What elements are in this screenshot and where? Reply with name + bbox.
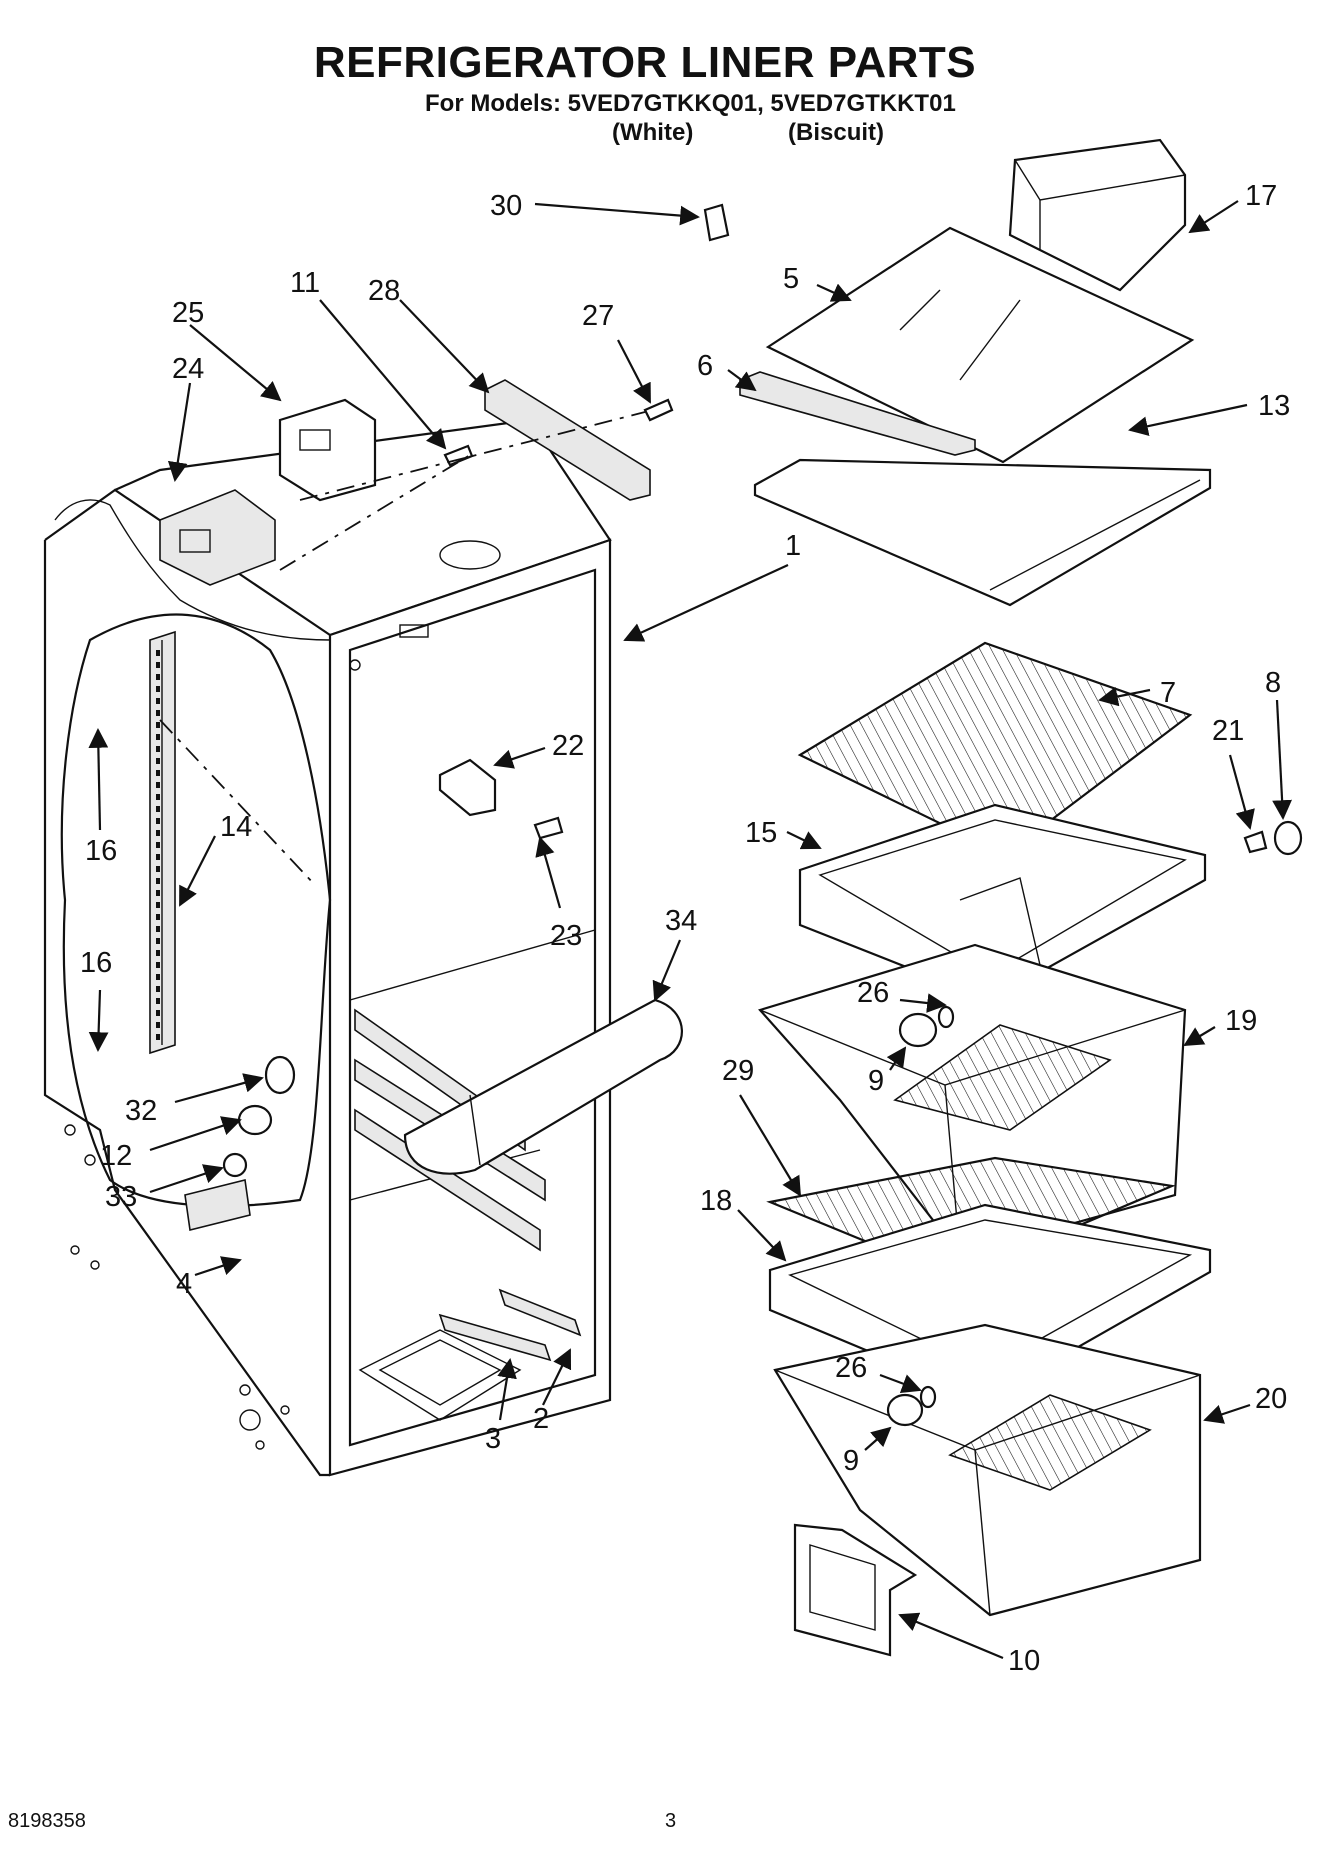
inner-bracket-2 bbox=[498, 1288, 582, 1337]
callout-24: 24 bbox=[172, 353, 204, 385]
callout-1: 1 bbox=[785, 530, 801, 562]
callout-23: 23 bbox=[550, 920, 582, 952]
callout-labels: 30 17 5 6 13 1 25 24 11 28 27 22 23 14 1… bbox=[80, 180, 1290, 1677]
crisper-drawer-20 bbox=[773, 1323, 1202, 1617]
callout-7: 7 bbox=[1160, 677, 1176, 709]
variant-biscuit-label: (Biscuit) bbox=[788, 119, 884, 146]
inner-bracket-3 bbox=[438, 1313, 552, 1362]
bin-17 bbox=[1008, 138, 1187, 292]
callout-16b: 16 bbox=[80, 947, 112, 979]
callout-13: 13 bbox=[1258, 390, 1290, 422]
callout-5: 5 bbox=[783, 263, 799, 295]
crisper-cover-7 bbox=[797, 641, 1193, 857]
callout-19: 19 bbox=[1225, 1005, 1257, 1037]
humidity-control-lower bbox=[886, 1385, 937, 1427]
callout-20: 20 bbox=[1255, 1383, 1287, 1415]
callout-12: 12 bbox=[100, 1140, 132, 1172]
callout-8: 8 bbox=[1265, 667, 1281, 699]
page-number: 3 bbox=[665, 1810, 677, 1832]
callout-22: 22 bbox=[552, 730, 584, 762]
bracket-22 bbox=[438, 758, 497, 817]
shelf-trim-6 bbox=[739, 371, 976, 456]
page-title: REFRIGERATOR LINER PARTS bbox=[313, 38, 977, 87]
callout-15: 15 bbox=[745, 817, 777, 849]
callout-17: 17 bbox=[1245, 180, 1277, 212]
callout-29: 29 bbox=[722, 1055, 754, 1087]
callout-9b: 9 bbox=[843, 1445, 859, 1477]
crisper-frame-15 bbox=[798, 803, 1207, 1002]
callout-34: 34 bbox=[665, 905, 697, 937]
control-bracket bbox=[278, 398, 377, 502]
control-housing bbox=[159, 489, 276, 586]
variant-white-label: (White) bbox=[612, 119, 694, 146]
top-trim-strip bbox=[484, 379, 651, 501]
doc-number: 8198358 bbox=[8, 1810, 86, 1832]
shelf-frame-13 bbox=[753, 458, 1212, 607]
callout-30: 30 bbox=[490, 190, 522, 222]
callout-21: 21 bbox=[1212, 715, 1244, 747]
callout-3: 3 bbox=[485, 1423, 501, 1455]
callout-10: 10 bbox=[1008, 1645, 1040, 1677]
callout-14: 14 bbox=[220, 811, 252, 843]
callout-28: 28 bbox=[368, 275, 400, 307]
air-duct-cover bbox=[403, 998, 683, 1175]
screw-23 bbox=[533, 816, 564, 840]
callout-4: 4 bbox=[176, 1268, 192, 1300]
callout-33: 33 bbox=[105, 1181, 137, 1213]
callout-26a: 26 bbox=[857, 977, 889, 1009]
light-shield bbox=[184, 1179, 251, 1231]
callout-2: 2 bbox=[533, 1403, 549, 1435]
label-frame-10 bbox=[793, 1523, 918, 1657]
callout-18: 18 bbox=[700, 1185, 732, 1217]
callout-26b: 26 bbox=[835, 1352, 867, 1384]
screw-21 bbox=[1243, 830, 1268, 854]
callout-32: 32 bbox=[125, 1095, 157, 1127]
callout-11: 11 bbox=[290, 267, 320, 299]
screw-27 bbox=[643, 398, 674, 422]
shelf-rail bbox=[149, 630, 176, 1055]
callout-27: 27 bbox=[582, 300, 614, 332]
knob-8 bbox=[1273, 820, 1303, 856]
callout-6: 6 bbox=[697, 350, 713, 382]
leader-lines bbox=[88, 200, 1292, 1660]
callout-25: 25 bbox=[172, 297, 204, 329]
callout-9a: 9 bbox=[868, 1065, 884, 1097]
callout-16a: 16 bbox=[85, 835, 117, 867]
clip-30 bbox=[703, 203, 730, 242]
refrigerator-liner bbox=[43, 418, 612, 1477]
models-line: For Models: 5VED7GTKKQ01, 5VED7GTKKT01 bbox=[425, 90, 956, 117]
light-socket bbox=[222, 1055, 296, 1178]
